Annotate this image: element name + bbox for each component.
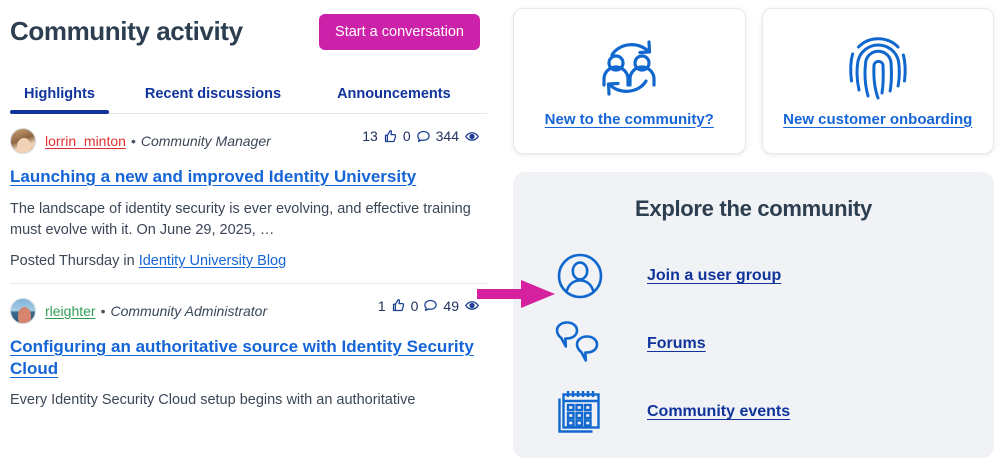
comment-count: 0 (402, 128, 411, 144)
start-a-conversation-button[interactable]: Start a conversation (319, 14, 480, 50)
explore-item-join-a-user-group[interactable]: Join a user group (513, 242, 994, 310)
comment-bubble-icon (423, 298, 438, 313)
post-author-link[interactable]: lorrin_minton (45, 133, 126, 149)
explore-item-label: Join a user group (647, 267, 782, 284)
tab-highlights[interactable]: Highlights (10, 86, 109, 114)
explore-item-forums[interactable]: Forums (513, 310, 994, 378)
right-sidebar: New to the community? New customer onboa… (505, 0, 999, 466)
thumbs-up-icon (383, 129, 398, 144)
post-excerpt: The landscape of identity security is ev… (10, 200, 471, 238)
thumbs-up-icon (391, 298, 406, 313)
post-meta: lorrin_minton • Community Manager (10, 128, 487, 154)
post-category-link[interactable]: Identity University Blog (138, 252, 287, 269)
eye-icon (464, 298, 480, 313)
like-count: 1 (377, 297, 386, 314)
tab-recent-discussions[interactable]: Recent discussions (144, 86, 282, 102)
explore-item-label: Community events (647, 403, 791, 420)
explore-item-label: Forums (647, 335, 706, 352)
post-stats: 1 0 49 (378, 298, 480, 314)
avatar[interactable] (10, 297, 36, 324)
post-item: lorrin_minton • Community Manager 13 0 3 (10, 114, 487, 269)
post-author-role: Community Administrator (110, 302, 268, 319)
speech-bubbles-icon (555, 319, 605, 369)
page-title: Community activity (10, 16, 243, 47)
explore-the-community-panel: Explore the community Join a user group (513, 172, 994, 458)
view-count: 49 (443, 297, 459, 314)
like-count: 13 (362, 128, 378, 144)
post-stats: 13 0 344 (362, 128, 480, 144)
post-item: rleighter • Community Administrator 1 0 (10, 282, 487, 412)
meta-separator: • (130, 133, 136, 149)
meta-separator: • (100, 302, 106, 319)
community-activity-panel: Community activity Start a conversation … (0, 0, 497, 466)
panel-header: Community activity Start a conversation (10, 0, 487, 50)
post-author-link[interactable]: rleighter (45, 302, 96, 319)
post-meta: rleighter • Community Administrator (10, 297, 487, 324)
quick-links-row: New to the community? New customer onboa… (505, 0, 999, 154)
posted-date-text: Posted Thursday in (10, 252, 135, 269)
post-author-role: Community Manager (140, 133, 271, 149)
comment-bubble-icon (416, 129, 431, 144)
view-count: 344 (435, 128, 459, 144)
post-title-link[interactable]: Launching a new and improved Identity Un… (10, 167, 417, 186)
card-label: New customer onboarding (783, 110, 973, 128)
tab-announcements[interactable]: Announcements (337, 86, 451, 102)
comment-count: 0 (410, 297, 419, 314)
explore-item-community-events[interactable]: Community events (513, 378, 994, 446)
eye-icon (464, 129, 480, 144)
post-footer: Posted Thursday in Identity University B… (10, 253, 487, 269)
user-circle-icon (555, 253, 605, 299)
card-new-customer-onboarding[interactable]: New customer onboarding (761, 8, 994, 154)
people-exchange-icon (590, 35, 668, 101)
tab-bar: Highlights Recent discussions Announceme… (10, 76, 487, 114)
card-new-to-the-community[interactable]: New to the community? (513, 8, 746, 154)
explore-panel-title: Explore the community (635, 196, 872, 221)
card-label: New to the community? (544, 110, 714, 128)
avatar[interactable] (10, 128, 36, 154)
post-excerpt: Every Identity Security Cloud setup begi… (10, 392, 416, 409)
calendar-icon (555, 388, 605, 436)
explore-links-list: Join a user group Forums (513, 242, 994, 446)
fingerprint-icon (847, 35, 909, 101)
post-title-link[interactable]: Configuring an authoritative source with… (10, 336, 474, 378)
